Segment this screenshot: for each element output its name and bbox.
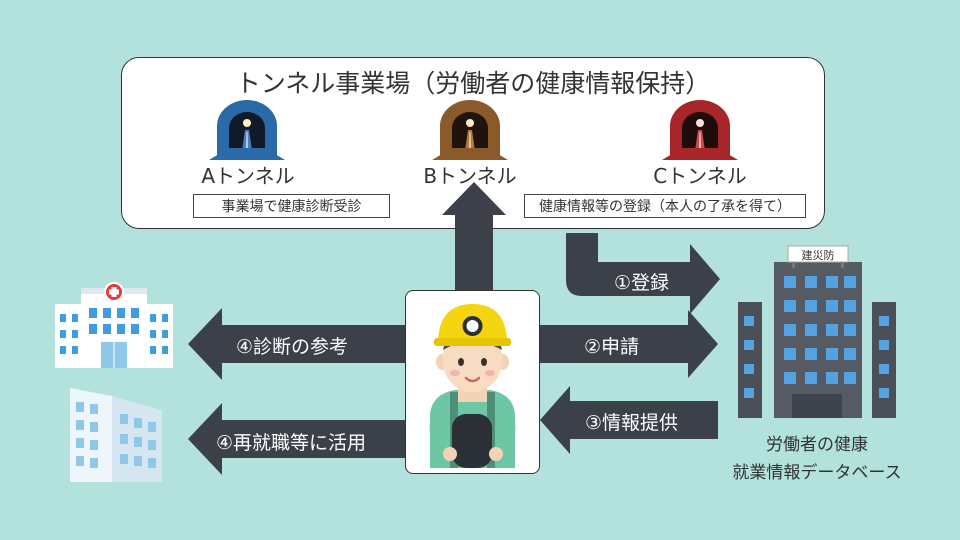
tunnel-a-icon: [209, 100, 285, 160]
page-title: トンネル事業場（労働者の健康情報保持）: [235, 69, 711, 98]
tunnel-c-icon: [662, 100, 738, 160]
arrow-apply: [540, 310, 718, 378]
label-diagnosis: ④診断の参考: [236, 336, 349, 358]
database-building-icon: [738, 245, 896, 418]
arrow-up-to-tunnel: [442, 182, 506, 290]
label-reemploy: ④再就職等に活用: [216, 432, 367, 454]
arrow-diagnosis: [188, 308, 405, 380]
label-register: ①登録: [614, 272, 670, 294]
database-caption-line2: 就業情報データベース: [732, 463, 902, 483]
office-building-icon: [70, 388, 162, 482]
arrow-reemploy: [188, 403, 405, 475]
building-sign: 建災防: [801, 249, 835, 262]
database-caption-line1: 労働者の健康: [766, 435, 868, 455]
tunnel-c-label: Cトンネル: [653, 164, 747, 188]
arrow-register: [566, 233, 720, 314]
note-registration: 健康情報等の登録（本人の了承を得て）: [524, 194, 806, 218]
label-provide: ③情報提供: [585, 412, 679, 434]
arrow-provide: [540, 386, 718, 454]
note-health-checkup: 事業場で健康診断受診: [193, 194, 390, 218]
label-apply: ②申請: [584, 336, 640, 358]
tunnel-a-label: Aトンネル: [201, 164, 295, 188]
tunnel-b-icon: [432, 100, 508, 160]
hospital-icon: [55, 282, 173, 368]
worker-icon: [429, 304, 516, 468]
tunnel-b-label: Bトンネル: [423, 164, 517, 188]
